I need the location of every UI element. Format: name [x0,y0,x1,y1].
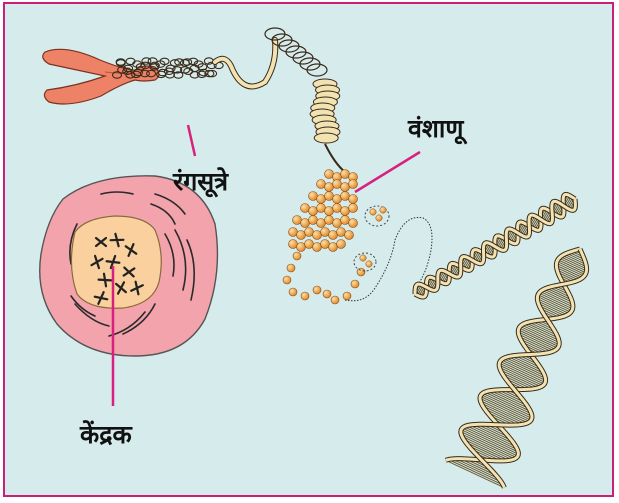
gene-leader-line [355,152,420,192]
nucleus-label: केंद्रक [80,422,132,447]
dna-helix-icon [415,194,587,487]
diagram-frame: रंगसूत्रे वंशाणू केंद्रक [3,2,614,497]
gene-label: वंशाणू [408,116,463,141]
chromosome-icon [43,49,159,104]
chromosome-leader-line [188,125,195,156]
chromosome-label: रंगसूत्रे [173,169,228,194]
nucleus-icon [71,216,161,308]
